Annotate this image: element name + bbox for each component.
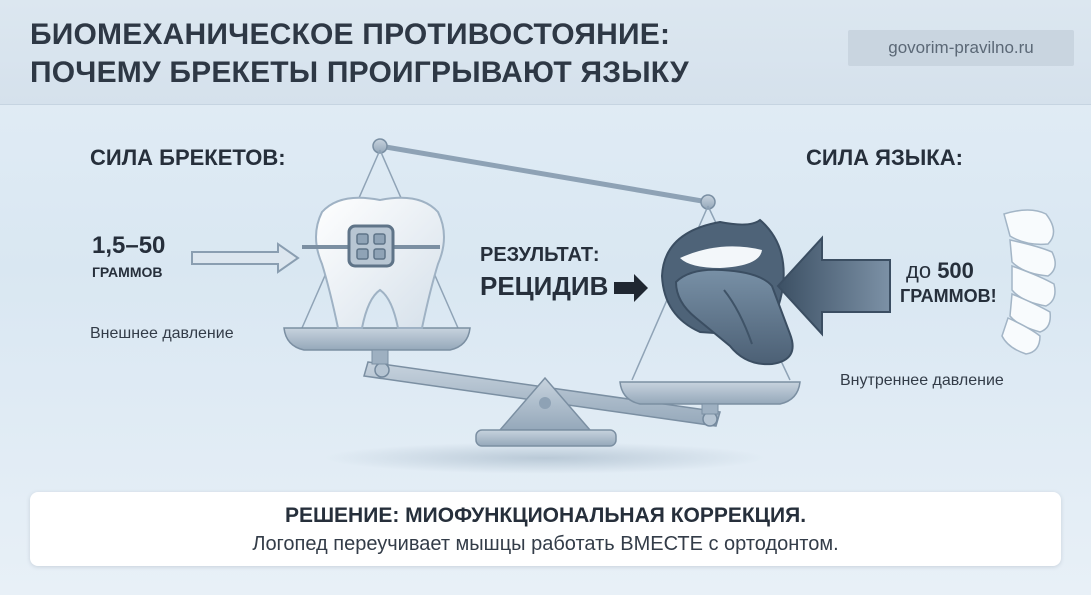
tooth-icon (302, 196, 445, 329)
tongue-force-value: до 500 (906, 258, 974, 284)
external-pressure-caption: Внешнее давление (90, 325, 234, 342)
page-title: БИОМЕХАНИЧЕСКОЕ ПРОТИВОСТОЯНИЕ: ПОЧЕМУ Б… (30, 16, 689, 92)
right-pan (619, 381, 801, 415)
tongue-force-arrow-icon (776, 235, 891, 337)
solution-title: РЕШЕНИЕ: МИОФУНКЦИОНАЛЬНАЯ КОРРЕКЦИЯ. (284, 504, 807, 527)
title-line-2: ПОЧЕМУ БРЕКЕТЫ ПРОИГРЫВАЮТ ЯЗЫКУ (30, 56, 689, 89)
tongue-force-prefix: до (906, 258, 938, 283)
result-value: РЕЦИДИВ (480, 271, 609, 301)
brace-force-value: 1,5–50 (92, 232, 166, 259)
brace-force-heading: СИЛА БРЕКЕТОВ: (90, 145, 286, 170)
scale-fulcrum (475, 376, 617, 447)
scale-shadow (325, 442, 765, 474)
tongue-force-heading: СИЛА ЯЗЫКА: (806, 145, 963, 170)
title-line-1: БИОМЕХАНИЧЕСКОЕ ПРОТИВОСТОЯНИЕ: (30, 18, 671, 51)
header-banner: БИОМЕХАНИЧЕСКОЕ ПРОТИВОСТОЯНИЕ: ПОЧЕМУ Б… (0, 0, 1091, 105)
tongue-force-unit: ГРАММОВ! (900, 286, 997, 306)
scale-top-beam (372, 138, 716, 210)
site-watermark: govorim-pravilno.ru (848, 30, 1074, 66)
tongue-force-number: 500 (937, 258, 974, 283)
dental-arch-icon (1001, 209, 1056, 355)
left-pan (283, 327, 471, 365)
result-arrow-icon (614, 274, 648, 302)
internal-pressure-caption: Внутреннее давление (840, 372, 1004, 389)
mouth-tongue-icon (660, 218, 794, 366)
brace-force-arrow-icon (191, 242, 300, 274)
result-label: РЕЗУЛЬТАТ: (480, 244, 600, 266)
brace-force-unit: ГРАММОВ (92, 264, 163, 280)
solution-text: Логопед переучивает мышцы работать ВМЕСТ… (252, 533, 839, 555)
solution-box: РЕШЕНИЕ: МИОФУНКЦИОНАЛЬНАЯ КОРРЕКЦИЯ. Ло… (30, 492, 1061, 566)
